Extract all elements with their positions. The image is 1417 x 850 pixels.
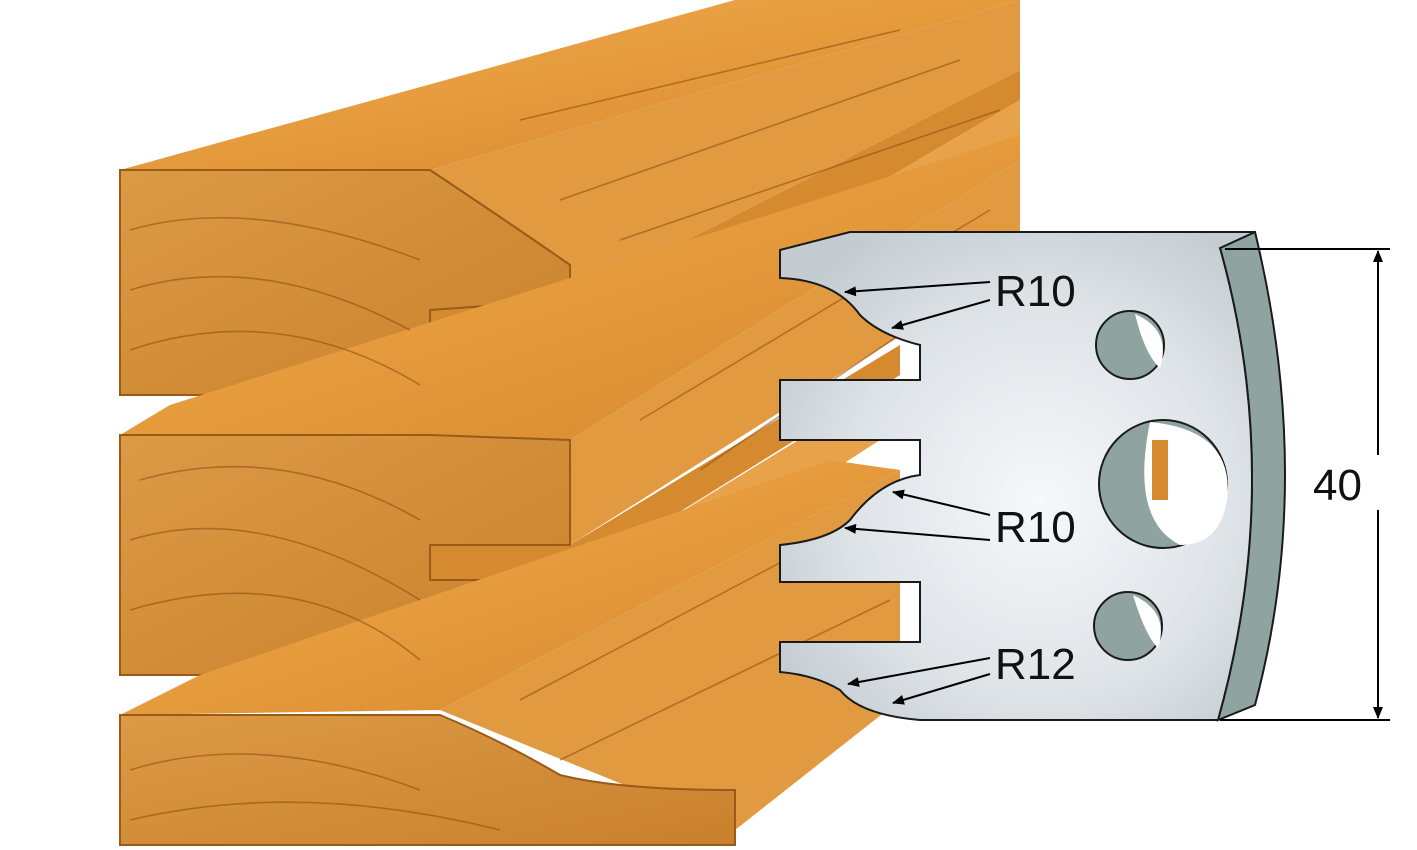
leader-r12-b	[892, 673, 991, 705]
leader-r10-top-a	[844, 281, 991, 297]
leader-r10-top-b	[891, 299, 991, 330]
mounting-hole-center	[1098, 419, 1228, 549]
leader-r10-mid-b	[844, 523, 991, 541]
label-r10-top: R10	[995, 267, 1076, 316]
mounting-hole-bottom	[1093, 591, 1163, 661]
label-r10-middle: R10	[995, 503, 1076, 552]
board-top-upper-surface	[120, 0, 1020, 170]
leader-r10-mid-a	[892, 489, 991, 516]
leader-r12-a	[847, 657, 991, 687]
mounting-hole-top	[1095, 310, 1165, 380]
board-bottom-upper-surface	[120, 460, 900, 715]
radius-annotations	[844, 281, 991, 705]
board-top-long-face	[430, 0, 1020, 300]
height-dimension	[1220, 248, 1390, 721]
board-bottom-end-grain	[119, 714, 736, 846]
label-r12: R12	[995, 640, 1076, 689]
profile-knife	[779, 230, 1286, 722]
label-dimension-40: 40	[1313, 461, 1362, 510]
board-middle-upper-surface	[120, 135, 1020, 440]
board-middle-groove	[430, 345, 900, 580]
wood-boards	[119, 0, 1020, 846]
